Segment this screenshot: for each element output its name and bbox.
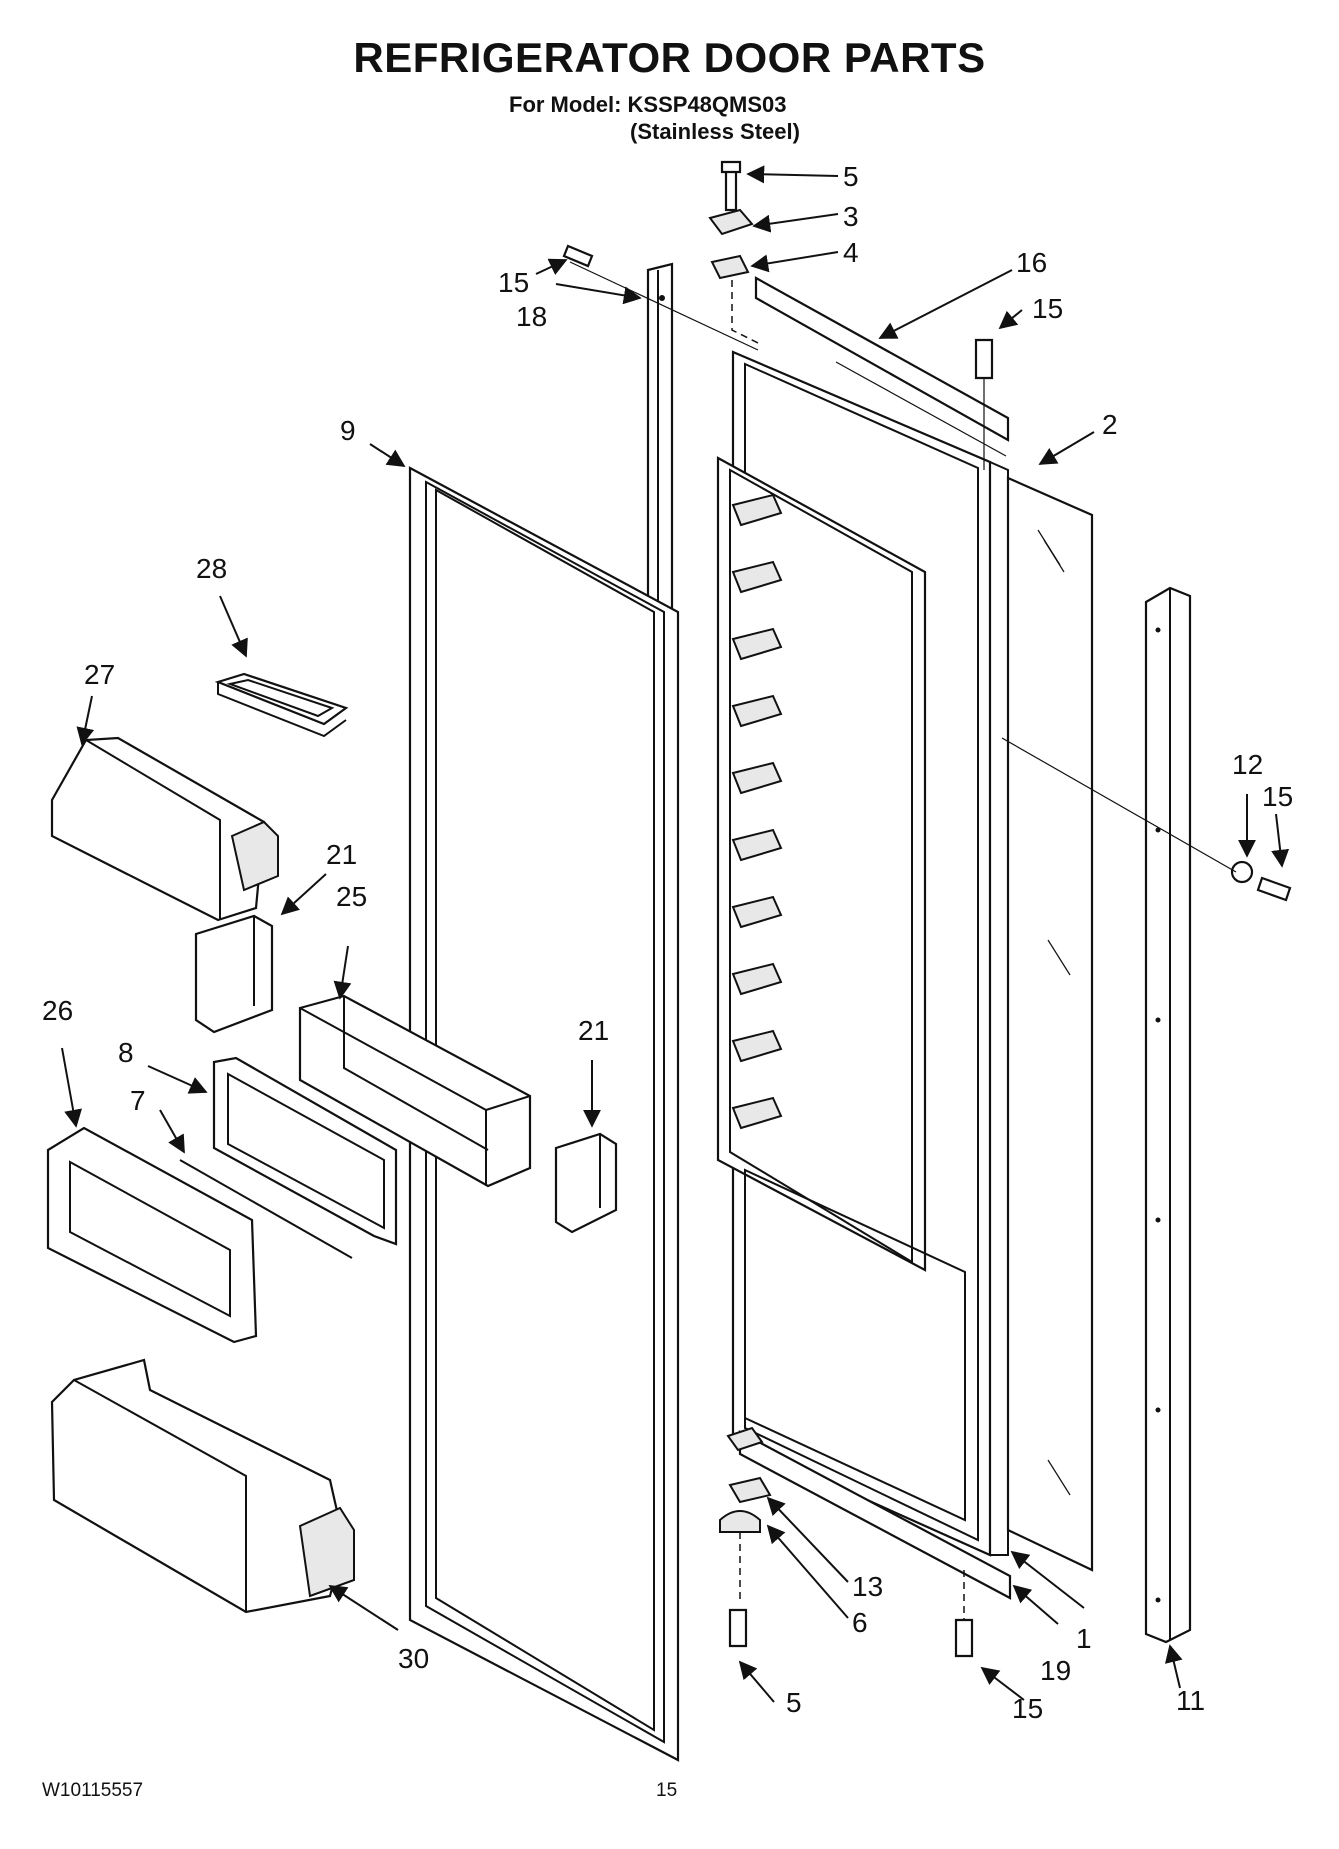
callout-5-top: 5 [843, 161, 859, 192]
callout-27: 27 [84, 659, 115, 690]
small-storage-bin [214, 672, 349, 738]
callout-2: 2 [1102, 409, 1118, 440]
document-number: W10115557 [42, 1780, 144, 1801]
liner-shelf-supports [731, 493, 783, 1130]
page-title: REFRIGERATOR DOOR PARTS [353, 34, 986, 81]
callout-16: 16 [1016, 247, 1047, 278]
callout-13: 13 [852, 1571, 883, 1602]
page-number: 15 [656, 1780, 678, 1801]
door-panel [1006, 476, 1094, 1572]
callout-3: 3 [843, 201, 859, 232]
callout-8: 8 [118, 1037, 134, 1068]
callout-28: 28 [196, 553, 227, 584]
callout-18: 18 [516, 301, 547, 332]
callout-30: 30 [398, 1643, 429, 1674]
top-hinge [569, 160, 761, 351]
model-finish: (Stainless Steel) [630, 119, 800, 144]
callout-9: 9 [340, 415, 356, 446]
callout-5-bottom: 5 [786, 1687, 802, 1718]
handle-trim-strip [1144, 586, 1192, 1644]
callout-11: 11 [1176, 1685, 1205, 1716]
callout-26: 26 [42, 995, 73, 1026]
door-liner [716, 350, 1009, 1557]
door-gasket [408, 466, 680, 1762]
dairy-door-frame [212, 1056, 398, 1246]
dairy-door [46, 1126, 258, 1344]
bottom-hinge [719, 1426, 772, 1648]
callout-21-right: 21 [578, 1015, 609, 1046]
lower-door-bin [50, 1358, 355, 1614]
callout-4: 4 [843, 237, 859, 268]
callout-15-top-left: 15 [498, 267, 529, 298]
bin-end-cap-left [194, 914, 274, 1034]
bin-end-cap-right [554, 1132, 618, 1234]
callout-19: 19 [1040, 1655, 1071, 1686]
callout-15-top-right: 15 [1032, 293, 1063, 324]
dairy-hinge-pin [179, 1159, 353, 1259]
callout-labels: 5 3 4 16 15 15 18 2 9 28 27 12 15 21 25 … [42, 161, 1293, 1724]
callout-15-bottom: 15 [1012, 1693, 1043, 1724]
callout-leaders [61, 165, 1290, 1703]
callout-7: 7 [130, 1085, 146, 1116]
screws [562, 244, 1292, 1658]
upper-door-bin [50, 736, 279, 922]
callout-21-left: 21 [326, 839, 357, 870]
callout-25: 25 [336, 881, 367, 912]
model-number: For Model: KSSP48QMS03 [509, 92, 787, 117]
callout-15-right: 15 [1262, 781, 1293, 812]
callout-12: 12 [1232, 749, 1263, 780]
callout-6: 6 [852, 1607, 868, 1638]
callout-1: 1 [1076, 1623, 1092, 1654]
top-trim-bracket [754, 276, 1010, 457]
